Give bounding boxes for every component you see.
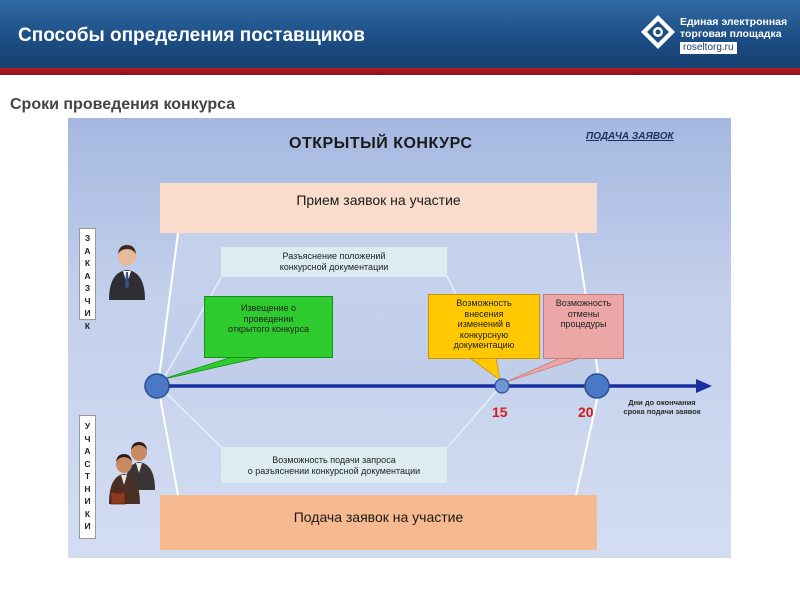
timeline-arrowhead [696,379,712,393]
notice-callout: Извещение о проведении открытого конкурс… [204,296,333,358]
page-title: Способы определения поставщиков [18,25,365,46]
band-submitting-applications: Подача заявок на участие [160,495,597,550]
participants-letter: К [84,508,91,519]
timeline-label-15: 15 [492,404,508,420]
request-line2: о разъяснении конкурсной документации [247,465,421,476]
notice-line2: проведении [243,313,294,324]
customer-letter: К [84,320,91,331]
changes-line1: Возможность [456,298,512,308]
customer-letter: А [84,245,91,256]
participants-letter: А [84,446,91,456]
request-box: Возможность подачи запроса о разъяснении… [221,447,447,483]
leader-lower-right [446,386,501,449]
header-red-divider [0,68,800,75]
participants-letter: Т [84,471,91,481]
customer-letter: Ч [84,295,91,306]
cancel-line1: Возможность [555,298,612,308]
changes-line5: документацию [453,340,515,350]
participants-letter: У [84,421,91,431]
header-bar: Способы определения поставщиков Единая э… [0,0,800,68]
lower-right-edge [575,385,601,496]
customer-letter: А [84,270,91,281]
cancel-line3: процедуры [560,319,607,329]
axis-label-line1: Дни до окончания [628,398,696,407]
clarification-line2: конкурсной документации [279,261,389,272]
changes-line2: внесения [464,308,504,319]
participants-people-icon [109,442,155,505]
band-bottom-label: Подача заявок на участие [293,509,464,525]
changes-callout: Возможность внесения изменений в конкурс… [428,294,540,359]
timeline-node-15 [494,378,510,394]
section-subtitle: Сроки проведения конкурса [10,96,236,113]
participants-letter: Ч [84,433,91,444]
logo-text-line1: Единая электронная [680,16,788,28]
diagram-corner-label: ПОДАЧА ЗАЯВОК [586,131,674,142]
customer-letter: И [84,308,91,318]
participants-letter: И [84,521,91,531]
cancel-callout: Возможность отмены процедуры [543,294,624,359]
customer-person-icon [109,245,145,300]
changes-line3: изменений в [457,319,511,329]
band-top-label: Прием заявок на участие [296,192,461,208]
request-line1: Возможность подачи запроса [272,455,396,465]
lower-left-edge [157,385,179,496]
roseltorg-logo-icon [641,15,675,49]
axis-label-line2: срока подачи заявок [623,407,701,416]
clarification-line1: Разъяснение положений [282,251,386,261]
diagram-title: ОТКРЫТЫЙ КОНКУРС [289,135,473,152]
band-receiving-applications: Прием заявок на участие [160,183,597,233]
notice-line1: Извещение о [240,303,297,313]
customer-letter: З [84,233,91,243]
participants-letter: И [84,496,91,506]
timeline-label-20: 20 [578,404,594,420]
clarification-box: Разъяснение положений конкурсной докумен… [221,247,447,277]
participants-letter: Н [84,483,91,494]
leader-lower-left [159,386,223,449]
timeline-axis-label: Дни до окончания срока подачи заявок [620,398,704,416]
leader-upper-left [159,275,223,386]
logo-text-line2: торговая площадка [680,28,782,40]
notice-line3: открытого конкурса [228,324,309,334]
logo-url[interactable]: roseltorg.ru [680,42,737,54]
timeline-start-node [144,373,170,399]
customer-letter: К [84,258,91,268]
timeline-node-20 [584,373,610,399]
cancel-line2: отмены [567,308,600,319]
customer-letter: З [84,283,91,293]
upper-left-edge [157,232,179,387]
changes-line4: конкурсную [459,329,509,340]
participants-letter: С [84,458,91,469]
